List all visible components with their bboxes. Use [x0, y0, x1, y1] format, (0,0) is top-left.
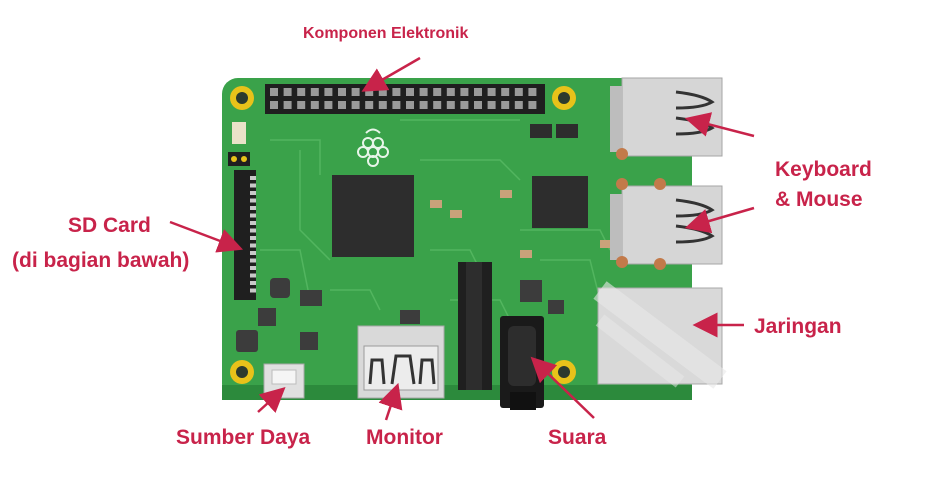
sd-slot-pin [250, 243, 256, 248]
gpio-pin [528, 88, 537, 96]
sd-slot-pin [250, 213, 256, 218]
hdmi-port [357, 325, 445, 399]
gpio-pin [324, 101, 333, 109]
gpio-pin [338, 101, 346, 109]
gpio-pin [378, 88, 387, 96]
sd-slot-pin [250, 183, 256, 188]
arrow-sumber-daya [257, 386, 286, 414]
arrow-keyboard-1 [684, 112, 755, 138]
gpio-pin [324, 88, 333, 96]
gpio-pin [351, 101, 360, 109]
sd-slot-pin [250, 288, 256, 293]
gpio-pin [460, 101, 469, 109]
gpio-pin [297, 88, 306, 96]
gpio-pin [433, 88, 442, 96]
raspberry-logo-icon [357, 128, 389, 167]
sd-slot-pin [250, 273, 256, 278]
gpio-pin [283, 101, 292, 109]
gpio-pin [528, 101, 537, 109]
arrow-sd-card [169, 220, 244, 253]
gpio-pin [297, 101, 306, 109]
gpio-pin [378, 101, 387, 109]
arrow-suara [530, 356, 595, 419]
gpio-pin [460, 88, 469, 96]
ethernet-port [593, 281, 727, 389]
label-sumber-daya: Sumber Daya [176, 426, 311, 449]
soc-chip [332, 175, 414, 257]
gpio-pin [446, 101, 455, 109]
gpio-pin [433, 101, 442, 109]
gpio-pin [501, 88, 510, 96]
usb-lugs [616, 148, 666, 270]
small-components [236, 124, 612, 352]
gpio-pin [392, 101, 401, 109]
gpio-pin [501, 101, 510, 109]
label-mouse: & Mouse [775, 188, 863, 211]
sd-slot-pin [250, 206, 256, 210]
gpio-pin [406, 88, 414, 96]
usb-port-2 [610, 185, 723, 265]
gpio-pin [419, 88, 428, 96]
sd-card-slot [234, 170, 256, 300]
label-komponen-elektronik: Komponen Elektronik [303, 25, 469, 42]
label-sd-card: SD Card [68, 214, 151, 237]
label-suara: Suara [548, 426, 607, 449]
sd-slot-pin [250, 191, 256, 195]
gpio-pin [514, 88, 523, 96]
sd-slot-pin [250, 228, 256, 233]
gpio-pin [446, 88, 455, 96]
power-port [263, 363, 305, 399]
usb-controller-chip [532, 176, 588, 228]
arrow-komponen [361, 56, 421, 92]
connector-small [228, 152, 250, 166]
gpio-header [265, 84, 545, 114]
gpio-pin [406, 101, 414, 109]
sd-slot-pin [250, 281, 256, 285]
gpio-pin [392, 88, 401, 96]
sd-slot-pin [250, 266, 256, 270]
audio-jack [500, 316, 544, 410]
mounting-holes [230, 86, 576, 384]
gpio-pin [351, 88, 360, 96]
gpio-pin [270, 101, 278, 109]
gpio-pin [487, 101, 496, 109]
gpio-pin [365, 101, 374, 109]
gpio-pin [474, 88, 482, 96]
circuit-traces [260, 119, 611, 321]
arrow-monitor [378, 382, 403, 421]
sd-slot-pin [250, 198, 256, 203]
sd-slot-pin [250, 236, 256, 240]
sd-slot-pin [250, 258, 256, 263]
gpio-pin [487, 88, 496, 96]
gpio-pin [338, 88, 346, 96]
gpio-pin [310, 101, 319, 109]
gpio-pin [419, 101, 428, 109]
usb-port-1 [610, 77, 723, 157]
sd-slot-pin [250, 251, 256, 255]
sd-slot-pin [250, 176, 256, 180]
circuit-board [222, 78, 692, 400]
label-jaringan: Jaringan [754, 315, 842, 338]
gpio-pin [283, 88, 292, 96]
sd-slot-pin [250, 221, 256, 225]
gpio-pin [270, 88, 278, 96]
label-monitor: Monitor [366, 426, 443, 449]
gpio-pin [310, 88, 319, 96]
gpio-pin [514, 101, 523, 109]
label-keyboard: Keyboard [775, 158, 872, 181]
label-sd-card-note: (di bagian bawah) [12, 249, 190, 272]
gpio-pin [365, 88, 374, 96]
gpio-pin [474, 101, 482, 109]
arrow-keyboard-2 [684, 206, 755, 234]
board-edge-shade [222, 385, 692, 400]
led-component [232, 122, 246, 144]
